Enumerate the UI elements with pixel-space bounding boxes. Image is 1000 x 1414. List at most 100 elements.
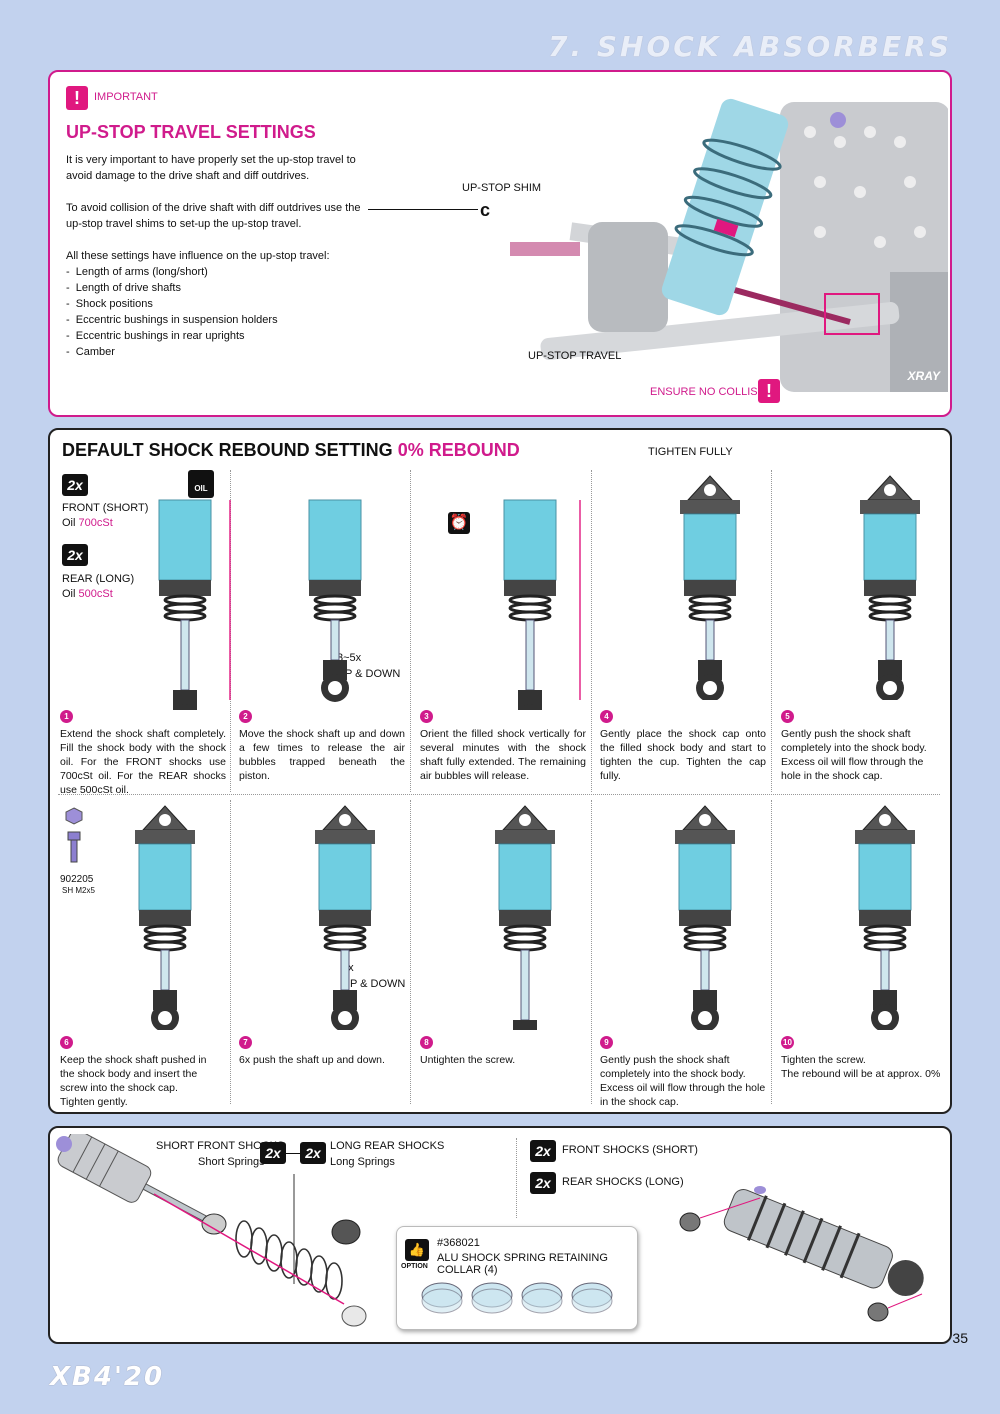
step-9: 9 Gently push the shock shaft completely… [600, 1036, 766, 1109]
step-number: 2 [239, 710, 252, 723]
front-short-label: FRONT (SHORT) [62, 502, 149, 514]
step-number: 6 [60, 1036, 73, 1049]
step-number: 9 [600, 1036, 613, 1049]
long-springs-label: Long Springs [330, 1156, 395, 1168]
long-shock-illustration [679, 1186, 924, 1322]
important-icon: ! [66, 86, 88, 110]
option-description: ALU SHOCK SPRING RETAINING COLLAR (4) [437, 1252, 608, 1276]
step-text: Extend the shock shaft completely. Fill … [60, 728, 226, 796]
quantity-badge: 2x [300, 1142, 326, 1164]
oil-bottle-icon: OIL [188, 470, 214, 498]
important-para2: To avoid collision of the drive shaft wi… [66, 202, 361, 230]
callout-line [368, 209, 478, 210]
front-oil-label: Oil 700cSt [62, 517, 113, 529]
important-panel: ! IMPORTANT UP-STOP TRAVEL SETTINGS It i… [48, 70, 952, 417]
front-shocks-short-label: FRONT SHOCKS (SHORT) [562, 1144, 698, 1156]
step-1: 1 Extend the shock shaft completely. Fil… [60, 710, 226, 797]
model-logo: XB4'20 [50, 1362, 165, 1392]
short-shock-exploded-illustration [56, 1134, 367, 1327]
shock-illustration [855, 805, 915, 1030]
important-para1: It is very important to have properly se… [66, 154, 356, 182]
rebound-panel: DEFAULT SHOCK REBOUND SETTING 0% REBOUND… [48, 428, 952, 1114]
thumbs-up-icon: 👍 [405, 1239, 429, 1261]
shock-illustration [158, 499, 231, 710]
shock-illustration [503, 499, 581, 710]
step-number: 3 [420, 710, 433, 723]
shock-illustration [308, 499, 362, 702]
long-rear-shocks-title: LONG REAR SHOCKS [330, 1140, 445, 1152]
list-item: - Shock positions [66, 298, 153, 310]
springs-panel: SHORT FRONT SHOCKS Short Springs 2x 2x L… [48, 1126, 952, 1344]
important-label: IMPORTANT [94, 91, 158, 103]
divider [771, 800, 772, 1104]
step-text: 6x push the shaft up and down. [239, 1054, 385, 1066]
quantity-badge: 2x [530, 1140, 556, 1162]
quantity-badge: 2x [260, 1142, 286, 1164]
option-label: OPTION [401, 1263, 428, 1270]
important-title: UP-STOP TRAVEL SETTINGS [66, 122, 316, 142]
updown-text: UP & DOWN [342, 978, 406, 990]
short-springs-label: Short Springs [198, 1156, 265, 1168]
section-title: 7. SHOCK ABSORBERS [548, 30, 952, 63]
screw-icon [65, 807, 83, 863]
step-text: Gently place the shock cap onto the fill… [600, 728, 766, 782]
divider [771, 470, 772, 792]
list-item: - Eccentric bushings in rear uprights [66, 330, 245, 342]
step-number: 7 [239, 1036, 252, 1049]
collar-illustration [421, 1282, 613, 1314]
rebound-title: DEFAULT SHOCK REBOUND SETTING 0% REBOUND [62, 440, 520, 460]
step-5: 5 Gently push the shock shaft completely… [781, 710, 943, 783]
shock-illustration [675, 805, 735, 1030]
rear-long-label: REAR (LONG) [62, 573, 135, 585]
step-4: 4 Gently place the shock cap onto the fi… [600, 710, 766, 783]
part-number: 902205 [60, 874, 94, 885]
shock-illustration [495, 805, 555, 1030]
list-item: - Length of arms (long/short) [66, 266, 208, 278]
step-text: Keep the shock shaft pushed in the shock… [60, 1054, 207, 1108]
connector-line [286, 1153, 300, 1154]
suspension-illustration: XRAY [510, 98, 948, 392]
list-item: - Length of drive shafts [66, 282, 181, 294]
rear-oil-label: Oil 500cSt [62, 588, 113, 600]
shock-illustration [135, 805, 195, 1030]
quantity-badge: 2x [62, 474, 88, 496]
shock-illustration [680, 475, 740, 700]
callout-upstop-shim: UP-STOP SHIM [462, 182, 542, 194]
clock-icon: ⏰ [448, 512, 470, 534]
list-item: - Camber [66, 346, 115, 358]
rear-shocks-long-label: REAR SHOCKS (LONG) [562, 1176, 684, 1188]
divider [58, 794, 940, 795]
divider [591, 800, 592, 1104]
step-text: Orient the filled shock vertically for s… [420, 728, 586, 782]
step-number: 8 [420, 1036, 433, 1049]
callout-collision: ENSURE NO COLLISION [650, 386, 778, 398]
step-number: 5 [781, 710, 794, 723]
step-10: 10 Tighten the screw. The rebound will b… [781, 1036, 947, 1081]
updown-text: UP & DOWN [337, 668, 401, 680]
divider [516, 1138, 517, 1218]
step-number: 1 [60, 710, 73, 723]
step-number: 4 [600, 710, 613, 723]
step-2: 2 Move the shock shaft up and down a few… [239, 710, 405, 783]
step-text: Move the shock shaft up and down a few t… [239, 728, 405, 782]
step-7: 7 6x push the shaft up and down. [239, 1036, 405, 1067]
divider [591, 470, 592, 792]
part-desc: SH M2x5 [62, 886, 95, 895]
shock-illustration [315, 805, 375, 1030]
step-number: 10 [781, 1036, 794, 1049]
short-front-shocks-title: SHORT FRONT SHOCKS [156, 1140, 285, 1152]
collision-warning-icon: ! [758, 379, 780, 403]
quantity-badge: 2x [62, 544, 88, 566]
option-box: 👍 OPTION #368021 ALU SHOCK SPRING RETAIN… [396, 1226, 638, 1330]
divider [410, 800, 411, 1104]
chassis-logo: XRAY [907, 369, 941, 383]
important-list: - Length of arms (long/short) - Length o… [66, 264, 366, 360]
step-6: 6 Keep the shock shaft pushed in the sho… [60, 1036, 210, 1109]
step-3: 3 Orient the filled shock vertically for… [420, 710, 586, 783]
shock-illustration [860, 475, 920, 700]
quantity-badge: 2x [530, 1172, 556, 1194]
step-8: 8 Untighten the screw. [420, 1036, 586, 1067]
important-para3: All these settings have influence on the… [66, 250, 330, 262]
list-item: - Eccentric bushings in suspension holde… [66, 314, 278, 326]
step-text: Gently push the shock shaft completely i… [600, 1054, 766, 1108]
